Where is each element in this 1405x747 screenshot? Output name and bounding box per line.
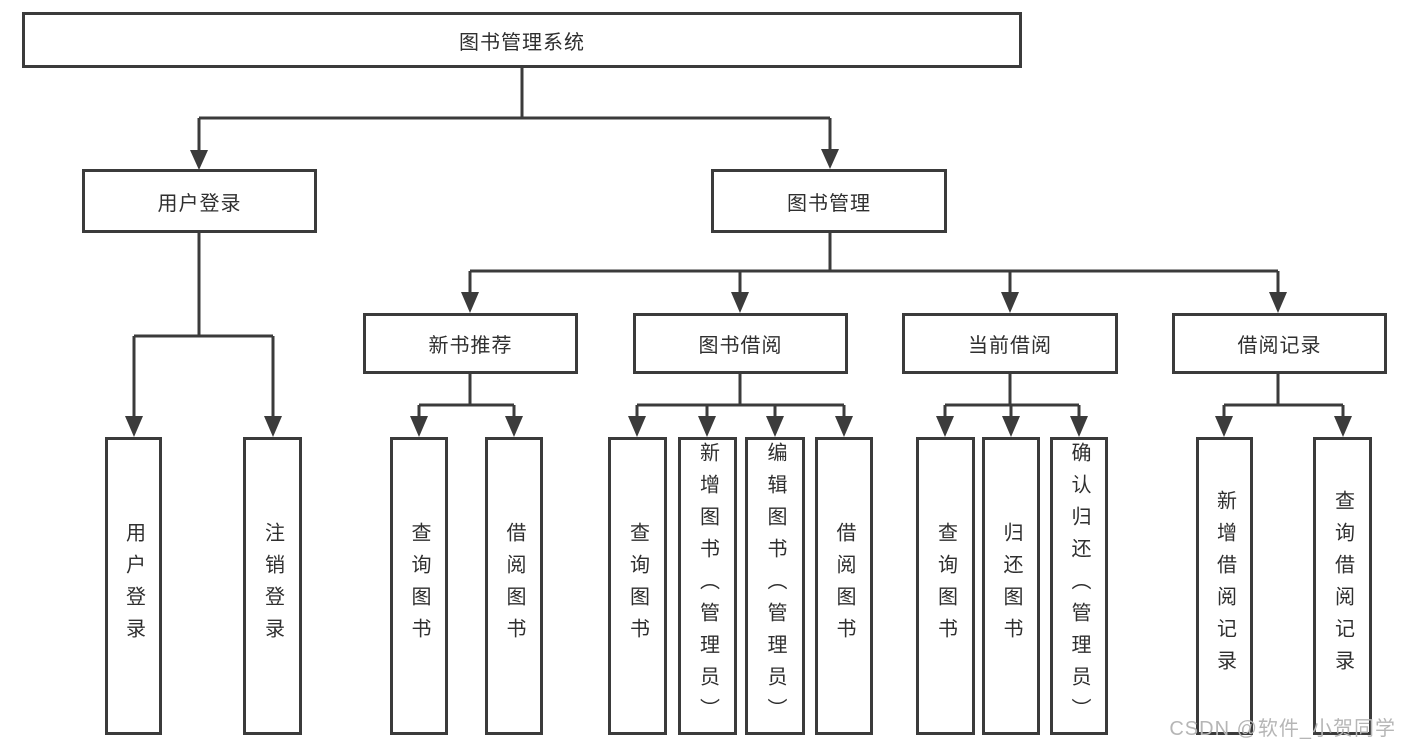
node-user-login: 用户登录 — [82, 169, 317, 233]
connector-bookborrow-group — [635, 374, 846, 417]
connector-userlogin-group — [132, 233, 275, 417]
leaf-label: 新增图书（管理员） — [696, 442, 719, 730]
leaf-add-borrow-record: 新增借阅记录 — [1196, 437, 1253, 735]
leaf-label: 确认归还（管理员） — [1068, 442, 1090, 730]
node-book-borrowing: 图书借阅 — [633, 313, 848, 374]
leaf-label: 借阅图书 — [503, 522, 525, 650]
connector-bookmgmt-to-level3 — [468, 233, 1280, 293]
arrow-down-icon — [628, 416, 853, 437]
leaf-label: 查询图书 — [934, 522, 957, 650]
leaf-borrow-books-borrowing: 借阅图书 — [815, 437, 873, 735]
leaf-add-books-admin: 新增图书（管理员） — [678, 437, 737, 735]
leaf-return-books: 归还图书 — [982, 437, 1040, 735]
leaf-query-books-borrowing: 查询图书 — [608, 437, 667, 735]
connector-newbookrec-group — [417, 374, 516, 417]
node-new-book-recommendation: 新书推荐 — [363, 313, 578, 374]
watermark-text: CSDN @软件_小贺同学 — [1169, 718, 1396, 740]
connector-root-to-level2 — [197, 67, 832, 150]
leaf-label: 归还图书 — [1000, 522, 1022, 650]
leaf-label: 用户登录 — [122, 522, 145, 650]
arrow-down-icon — [125, 416, 282, 437]
leaf-label: 查询图书 — [626, 522, 649, 650]
node-library-management-system: 图书管理系统 — [22, 12, 1022, 68]
arrow-down-icon — [410, 416, 523, 437]
leaf-query-books-current: 查询图书 — [916, 437, 975, 735]
leaf-borrow-books-recommendation: 借阅图书 — [485, 437, 543, 735]
leaf-query-books-recommendation: 查询图书 — [390, 437, 448, 735]
arrow-down-icon — [1215, 416, 1352, 437]
leaf-edit-books-admin: 编辑图书（管理员） — [745, 437, 805, 735]
leaf-label: 借阅图书 — [833, 522, 855, 650]
leaf-logout: 注销登录 — [243, 437, 302, 735]
node-current-borrowing: 当前借阅 — [902, 313, 1118, 374]
leaf-label: 查询借阅记录 — [1331, 490, 1354, 682]
arrow-down-icon — [190, 149, 839, 170]
node-book-management: 图书管理 — [711, 169, 947, 233]
leaf-label: 编辑图书（管理员） — [764, 442, 786, 730]
leaf-label: 查询图书 — [408, 522, 430, 650]
connector-borrowrecord-group — [1222, 374, 1345, 417]
arrow-down-icon — [461, 292, 1287, 313]
leaf-label: 新增借阅记录 — [1213, 490, 1236, 682]
arrow-down-icon — [936, 416, 1088, 437]
leaf-label: 注销登录 — [261, 522, 284, 650]
node-borrowing-records: 借阅记录 — [1172, 313, 1387, 374]
connector-currentborrow-group — [943, 374, 1081, 417]
leaf-user-login: 用户登录 — [105, 437, 162, 735]
leaf-confirm-return-admin: 确认归还（管理员） — [1050, 437, 1108, 735]
leaf-query-borrow-record: 查询借阅记录 — [1313, 437, 1372, 735]
